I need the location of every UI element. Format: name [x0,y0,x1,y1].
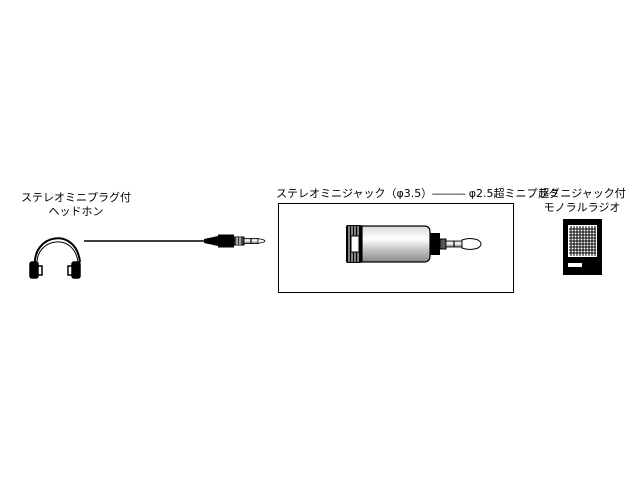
headphone-label-line2: ヘッドホン [48,205,104,218]
headphone-label: ステレオミニプラグ付 ヘッドホン [6,191,146,219]
adapter-icon [346,225,482,263]
headphone-icon [29,237,81,279]
radio-label-line2: モノラルラジオ [543,201,621,214]
headphone-label-line1: ステレオミニプラグ付 [21,191,131,204]
radio-label-line1: 超ミニジャック付 [538,187,626,200]
radio-label: 超ミニジャック付 モノラルラジオ [527,187,637,215]
mono-radio-icon [563,219,602,275]
adapter-label: ステレオミニジャック（φ3.5）――― φ2.5超ミニプラグ [276,187,560,200]
adapter-frame [278,203,514,293]
stereo-mini-plug-icon [204,234,266,248]
